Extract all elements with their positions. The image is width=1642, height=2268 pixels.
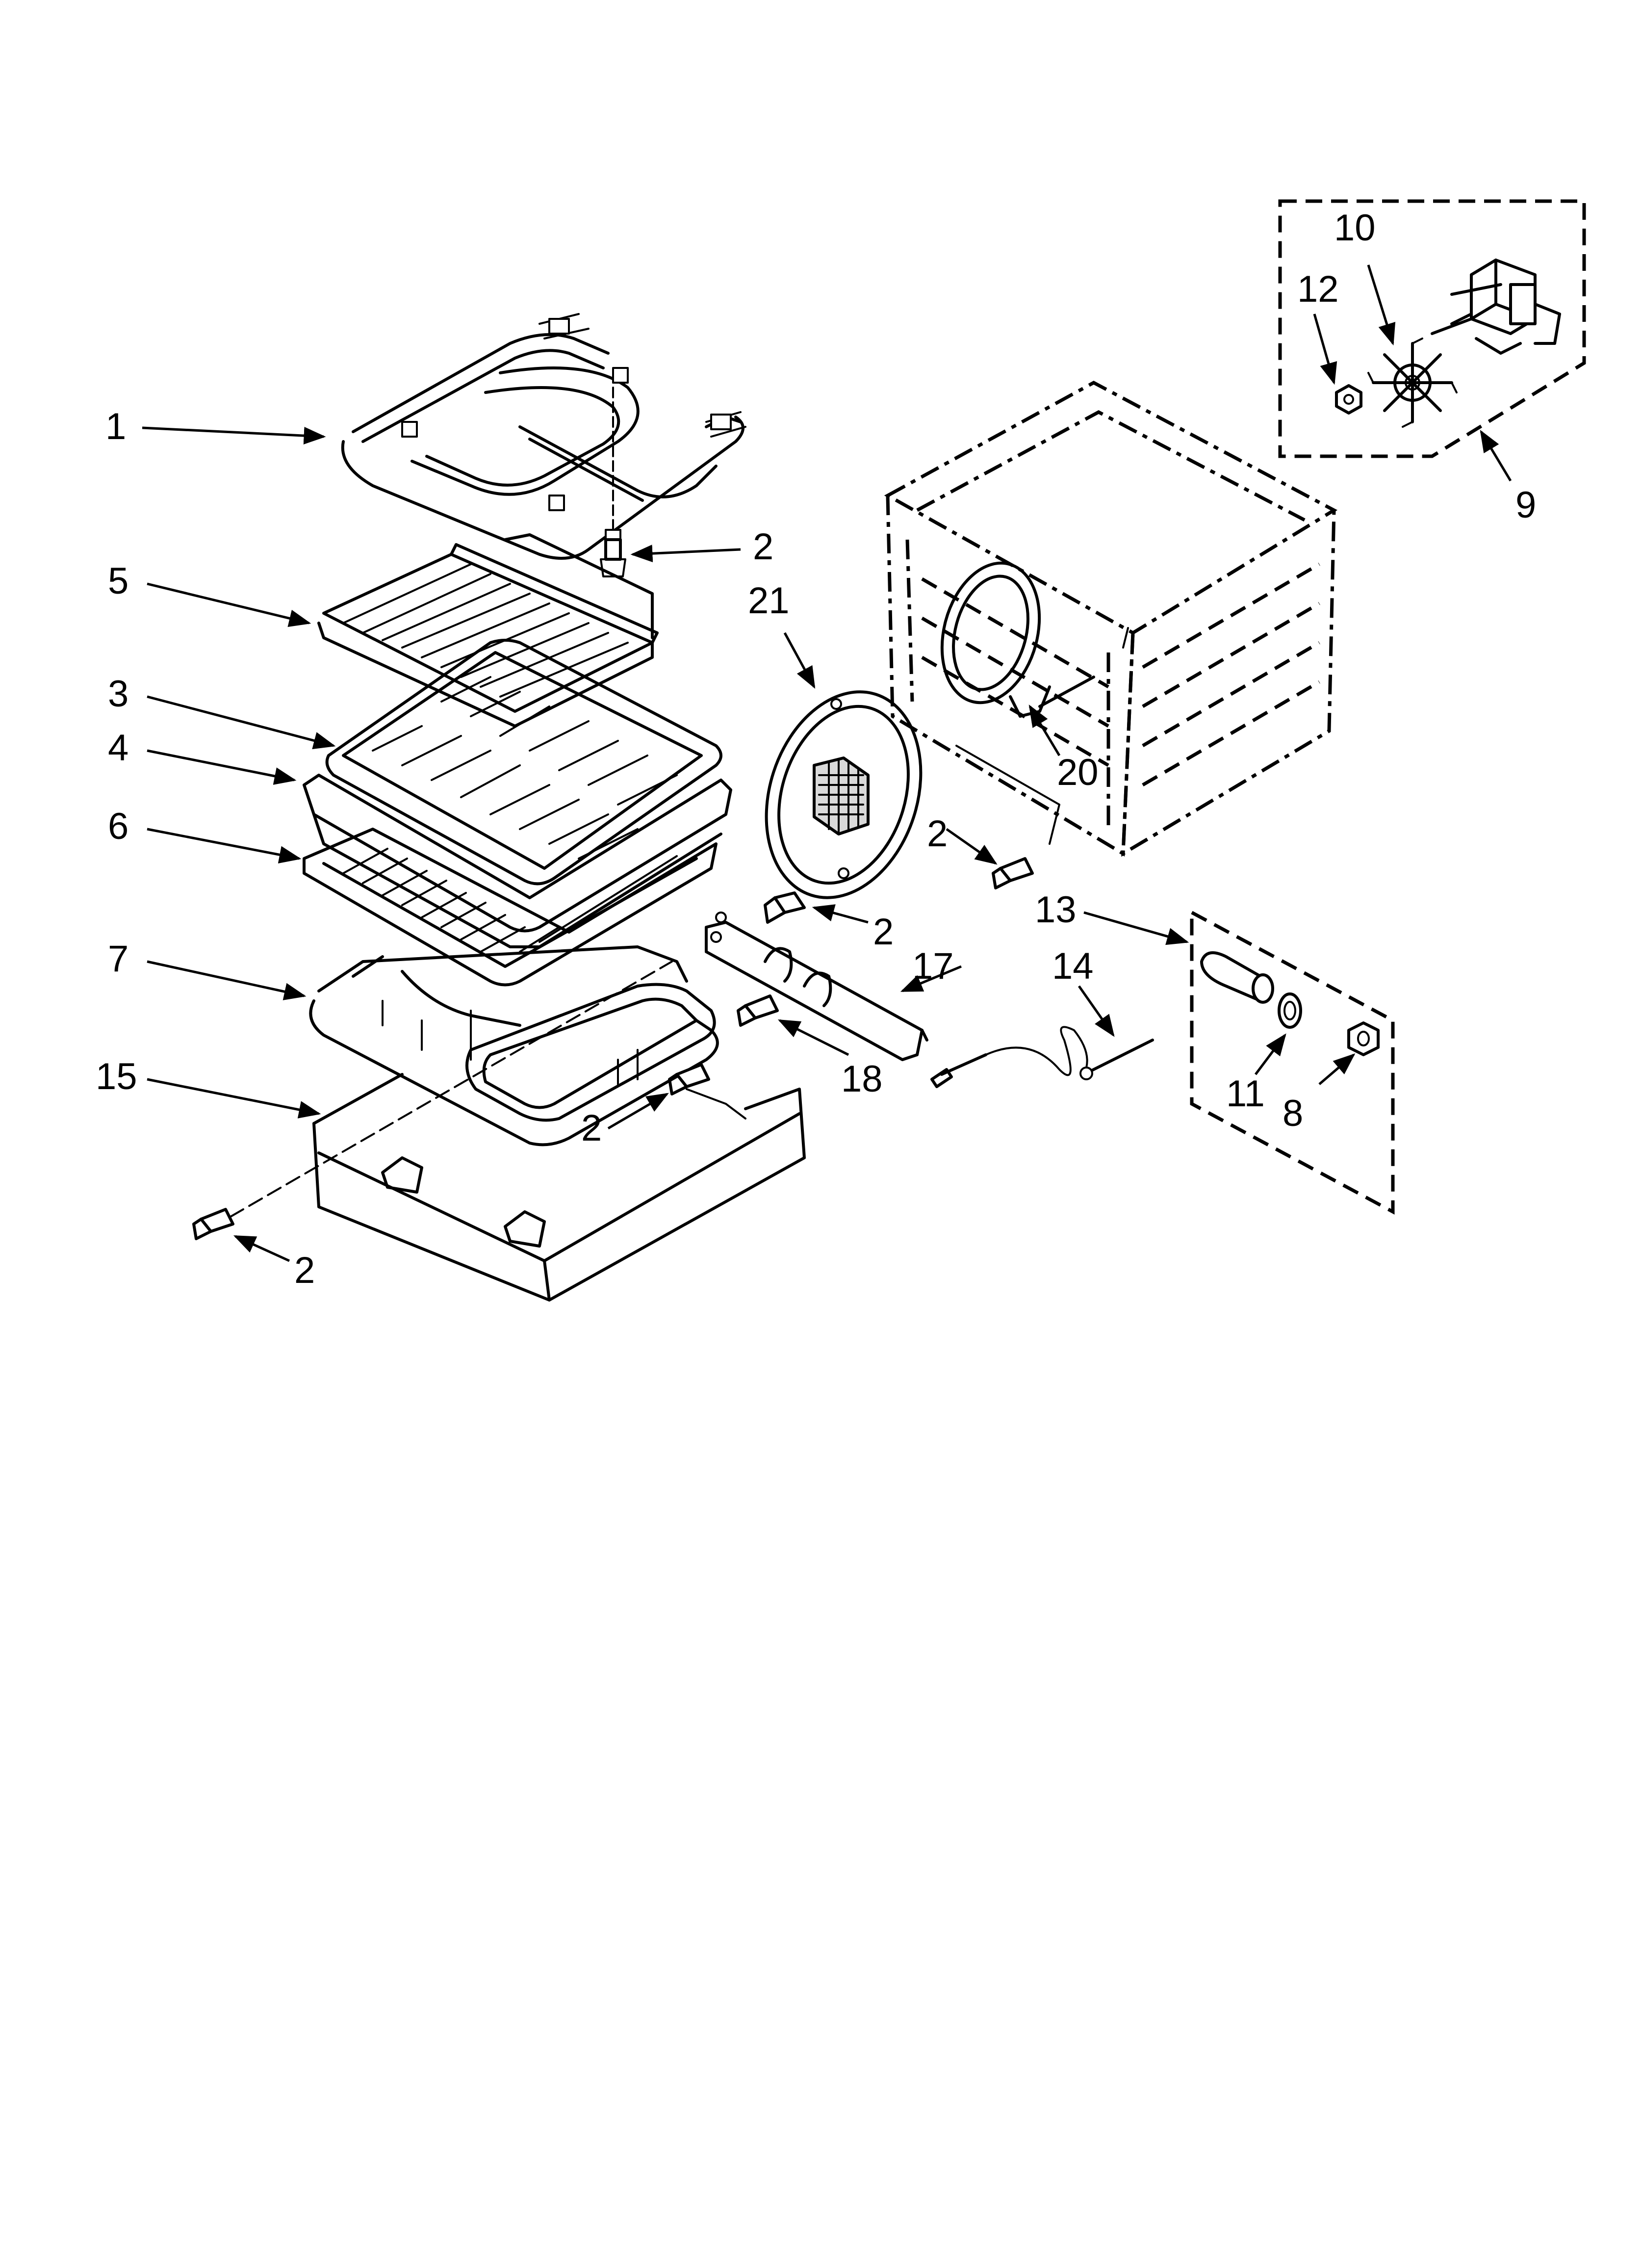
callout-2: 2 [294, 1250, 315, 1291]
screw-18 [737, 994, 779, 1027]
callout-2: 2 [927, 813, 948, 855]
callout-6: 6 [108, 806, 128, 847]
callout-numbers: 1 2 2 2 2 2 3 4 5 6 7 8 9 10 11 12 13 14… [96, 207, 1536, 1291]
callout-4: 4 [108, 727, 128, 769]
broil-element-part [341, 313, 746, 577]
oven-rack-part-6 [303, 828, 718, 987]
leader-arrows [142, 264, 1512, 1262]
tray-part-15 [312, 1073, 806, 1302]
meat-probe-part-14 [930, 1026, 1154, 1088]
callout-5: 5 [108, 560, 128, 602]
callout-10: 10 [1334, 207, 1376, 249]
callout-13: 13 [1035, 889, 1077, 931]
callout-7: 7 [108, 938, 128, 980]
screws [192, 538, 1034, 1240]
motor-kit-box-part-9 [1278, 199, 1586, 458]
screw-2-bottom [192, 1208, 234, 1240]
screw-2-cover [764, 891, 806, 924]
bracket-part-17 [705, 912, 928, 1061]
callout-2: 2 [753, 526, 773, 568]
bake-element-part-7 [309, 945, 719, 1147]
callout-17: 17 [912, 945, 954, 987]
broil-pan-grid-part-3 [325, 533, 722, 886]
callout-1: 1 [105, 406, 126, 447]
callout-14: 14 [1052, 945, 1094, 987]
callout-11: 11 [1226, 1073, 1265, 1115]
screw-2-tray [668, 1063, 710, 1095]
screw-2-cavity [992, 857, 1034, 889]
callout-2: 2 [873, 911, 894, 953]
callout-18: 18 [841, 1058, 883, 1100]
callout-12: 12 [1297, 268, 1339, 310]
kit-box-part-13 [1190, 910, 1395, 1215]
callout-15: 15 [96, 1056, 137, 1097]
fan-cover-part-21 [765, 690, 923, 899]
screw-2-top [604, 538, 622, 561]
callout-9: 9 [1515, 484, 1536, 526]
callout-3: 3 [108, 673, 128, 715]
callout-2: 2 [581, 1107, 602, 1149]
oven-cavity-outline [884, 381, 1338, 857]
callout-20: 20 [1057, 752, 1099, 793]
callout-21: 21 [748, 580, 790, 622]
callout-8: 8 [1283, 1093, 1303, 1134]
broil-pan-part-4 [303, 774, 732, 948]
